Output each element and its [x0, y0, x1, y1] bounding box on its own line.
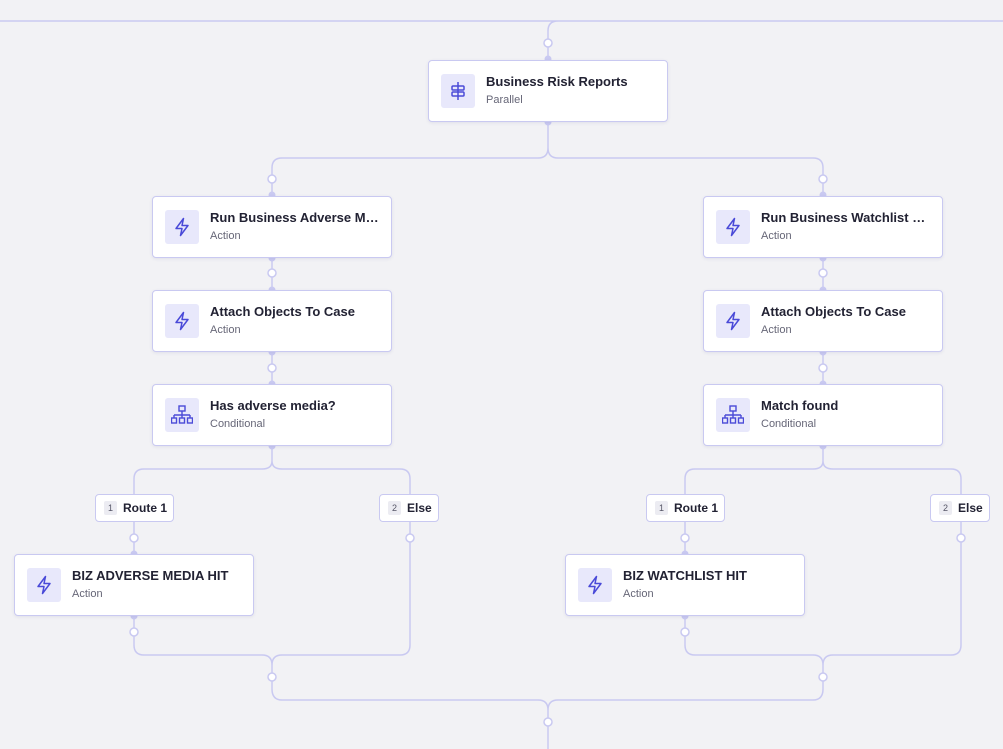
node-title: Run Business Adverse Media Report — [210, 210, 380, 225]
edge-parallel-split — [271, 122, 824, 195]
edge-right-cond-split — [684, 446, 962, 494]
node-subtitle: Action — [623, 588, 654, 600]
conditional-icon — [716, 398, 750, 432]
route-number: 2 — [939, 501, 952, 515]
node-business-risk-reports[interactable]: Business Risk Reports Parallel — [428, 60, 668, 122]
node-has-adverse-media[interactable]: Has adverse media? Conditional — [152, 384, 392, 446]
lightning-icon — [578, 568, 612, 602]
node-title: Has adverse media? — [210, 398, 336, 413]
node-title: Business Risk Reports — [486, 74, 628, 89]
node-title: Match found — [761, 398, 839, 413]
edge-top — [0, 20, 1003, 59]
edge-final-merge — [271, 688, 824, 749]
node-subtitle: Action — [210, 324, 241, 336]
route-label: Else — [407, 501, 432, 515]
node-attach-objects-left[interactable]: Attach Objects To Case Action — [152, 290, 392, 352]
route-label: Else — [958, 501, 983, 515]
node-subtitle: Conditional — [210, 418, 266, 430]
node-subtitle: Parallel — [486, 94, 523, 106]
node-subtitle: Action — [210, 230, 241, 242]
route-right-1[interactable]: 1 Route 1 — [646, 494, 726, 522]
lightning-icon — [716, 210, 750, 244]
node-title: BIZ WATCHLIST HIT — [623, 568, 747, 583]
node-subtitle: Conditional — [761, 418, 817, 430]
node-subtitle: Action — [761, 324, 792, 336]
route-number: 2 — [388, 501, 401, 515]
conditional-icon — [165, 398, 199, 432]
node-title: Run Business Watchlist Report — [761, 210, 931, 225]
node-biz-adverse-media-hit[interactable]: BIZ ADVERSE MEDIA HIT Action — [14, 554, 254, 616]
lightning-icon — [27, 568, 61, 602]
edge-left-cond-split — [133, 446, 411, 494]
node-match-found[interactable]: Match found Conditional — [703, 384, 943, 446]
node-run-business-watchlist[interactable]: Run Business Watchlist Report Action — [703, 196, 943, 258]
parallel-icon — [441, 74, 475, 108]
node-title: BIZ ADVERSE MEDIA HIT — [72, 568, 229, 583]
route-number: 1 — [104, 501, 117, 515]
add-step-circles — [129, 38, 966, 727]
node-title: Attach Objects To Case — [761, 304, 906, 319]
node-attach-objects-right[interactable]: Attach Objects To Case Action — [703, 290, 943, 352]
route-label: Route 1 — [674, 501, 719, 515]
route-left-1[interactable]: 1 Route 1 — [95, 494, 175, 522]
route-right-else[interactable]: 2 Else — [930, 494, 990, 522]
edge-left-merge — [133, 522, 411, 689]
node-run-business-adverse-media[interactable]: Run Business Adverse Media Report Action — [152, 196, 392, 258]
node-biz-watchlist-hit[interactable]: BIZ WATCHLIST HIT Action — [565, 554, 805, 616]
route-left-else[interactable]: 2 Else — [379, 494, 439, 522]
node-title: Attach Objects To Case — [210, 304, 355, 319]
lightning-icon — [716, 304, 750, 338]
edge-right-merge — [684, 522, 962, 689]
lightning-icon — [165, 304, 199, 338]
node-subtitle: Action — [761, 230, 792, 242]
lightning-icon — [165, 210, 199, 244]
route-label: Route 1 — [123, 501, 168, 515]
node-subtitle: Action — [72, 588, 103, 600]
route-number: 1 — [655, 501, 668, 515]
